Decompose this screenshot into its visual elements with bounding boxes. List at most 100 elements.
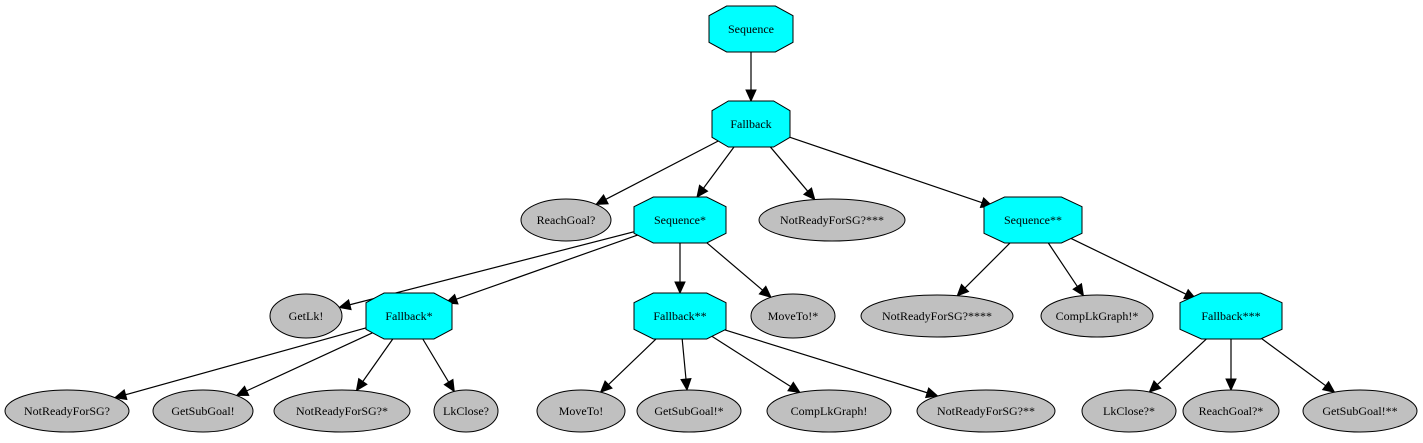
ellipse-node-shape xyxy=(636,389,742,433)
node-fb: Fallback xyxy=(711,100,791,148)
edge-seq1-getlk xyxy=(338,230,637,311)
edge-line xyxy=(422,338,450,383)
edge-line xyxy=(605,138,722,200)
node-label: MoveTo!* xyxy=(768,309,818,323)
octagon-node-shape xyxy=(708,5,794,53)
ellipse-node-shape xyxy=(433,389,499,433)
edge-fb1-getsub0 xyxy=(235,330,377,396)
octagon-node-shape xyxy=(633,292,727,340)
nodes-layer: SequenceFallbackReachGoal?Sequence*NotRe… xyxy=(4,5,1418,433)
node-label: Sequence** xyxy=(1004,213,1062,227)
ellipse-node-shape xyxy=(273,389,411,433)
node-reachgoal: ReachGoal? xyxy=(520,198,612,242)
edge-fb2-nrsg2 xyxy=(720,328,939,399)
ellipse-node-shape xyxy=(1302,389,1418,433)
node-label: Sequence xyxy=(728,22,774,36)
edge-seq2-nrsg4 xyxy=(956,241,1012,297)
node-label: LkClose?* xyxy=(1103,404,1155,418)
octagon-node-shape xyxy=(983,196,1083,244)
edge-fb1-nrsg0 xyxy=(113,326,369,401)
node-moveto1: MoveTo!* xyxy=(750,293,836,339)
edge-line xyxy=(786,135,983,204)
edge-line xyxy=(708,333,791,388)
arrow-head-icon xyxy=(355,377,368,392)
node-nrsg3: NotReadyForSG?*** xyxy=(758,198,906,242)
octagon-node-shape xyxy=(365,292,453,340)
edge-fb1-lkclose0 xyxy=(422,338,455,393)
ellipse-node-shape xyxy=(152,389,254,433)
node-complk0: CompLkGraph! xyxy=(766,389,892,433)
edge-line xyxy=(1067,236,1187,295)
node-reachgoal1: ReachGoal?* xyxy=(1182,389,1280,433)
edge-fb-seq1 xyxy=(696,146,735,198)
node-label: ReachGoal?* xyxy=(1199,404,1264,418)
edge-seq1-fb1 xyxy=(444,233,642,305)
node-label: ReachGoal? xyxy=(537,213,596,227)
node-label: NotReadyForSG? xyxy=(24,404,110,418)
arrow-head-icon xyxy=(1225,378,1237,392)
arrow-head-icon xyxy=(595,193,609,205)
arrow-head-icon xyxy=(802,187,816,201)
arrow-head-icon xyxy=(338,299,352,311)
edge-line xyxy=(964,241,1012,289)
node-label: LkClose? xyxy=(443,404,489,418)
node-label: NotReadyForSG?**** xyxy=(882,309,992,323)
node-label: NotReadyForSG?*** xyxy=(780,213,884,227)
node-label: MoveTo! xyxy=(559,404,603,418)
arrow-head-icon xyxy=(787,381,801,394)
octagon-node-shape xyxy=(1179,292,1283,340)
node-nrsg2: NotReadyForSG?** xyxy=(916,389,1056,433)
arrow-head-icon xyxy=(925,387,939,399)
edge-fb1-nrsg1 xyxy=(355,338,394,392)
arrow-head-icon xyxy=(745,89,757,103)
ellipse-node-shape xyxy=(520,198,612,242)
arrow-head-icon xyxy=(599,380,613,394)
edge-fb2-getsub1 xyxy=(680,338,692,392)
node-fb2: Fallback** xyxy=(633,292,727,340)
edge-seq2-fb3 xyxy=(1067,236,1197,300)
edge-line xyxy=(1258,335,1326,387)
node-lkclose1: LkClose?* xyxy=(1081,389,1177,433)
edge-line xyxy=(703,146,735,189)
ellipse-node-shape xyxy=(860,294,1014,338)
node-label: Fallback*** xyxy=(1201,309,1260,323)
node-label: Fallback** xyxy=(653,309,706,323)
node-label: GetSubGoal!* xyxy=(654,404,723,418)
edge-fb-nrsg3 xyxy=(769,145,816,201)
ellipse-node-shape xyxy=(4,389,130,433)
edge-seq2-complk1 xyxy=(1047,242,1085,297)
node-label: Fallback xyxy=(730,117,771,131)
node-nrsg4: NotReadyForSG?**** xyxy=(860,294,1014,338)
arrow-head-icon xyxy=(1148,380,1162,393)
edges-layer xyxy=(113,52,1336,401)
arrow-head-icon xyxy=(1321,380,1336,393)
ellipse-node-shape xyxy=(1182,389,1280,433)
node-seq: Sequence xyxy=(708,5,794,53)
arrow-head-icon xyxy=(674,281,686,295)
ellipse-node-shape xyxy=(758,198,906,242)
node-nrsg1: NotReadyForSG?* xyxy=(273,389,411,433)
octagon-node-shape xyxy=(711,100,791,148)
edge-line xyxy=(720,328,928,394)
edge-seq1-fb2 xyxy=(674,243,686,295)
ellipse-node-shape xyxy=(1040,294,1154,338)
node-label: NotReadyForSG?* xyxy=(296,404,388,418)
arrow-head-icon xyxy=(680,378,692,392)
edge-line xyxy=(703,240,763,291)
node-seq2: Sequence** xyxy=(983,196,1083,244)
edge-fb3-getsub2 xyxy=(1258,335,1336,393)
edge-line xyxy=(681,338,687,380)
node-nrsg0: NotReadyForSG? xyxy=(4,389,130,433)
node-label: GetLk! xyxy=(289,309,324,323)
ellipse-node-shape xyxy=(916,389,1056,433)
node-label: GetSubGoal! xyxy=(171,404,234,418)
edge-line xyxy=(125,326,369,396)
node-getsub2: GetSubGoal!** xyxy=(1302,389,1418,433)
edge-seq1-moveto1 xyxy=(703,240,772,299)
node-label: GetSubGoal!** xyxy=(1322,404,1397,418)
edge-line xyxy=(362,338,394,382)
octagon-node-shape xyxy=(633,196,727,244)
node-fb1: Fallback* xyxy=(365,292,453,340)
arrow-head-icon xyxy=(113,389,128,401)
node-fb3: Fallback*** xyxy=(1179,292,1283,340)
